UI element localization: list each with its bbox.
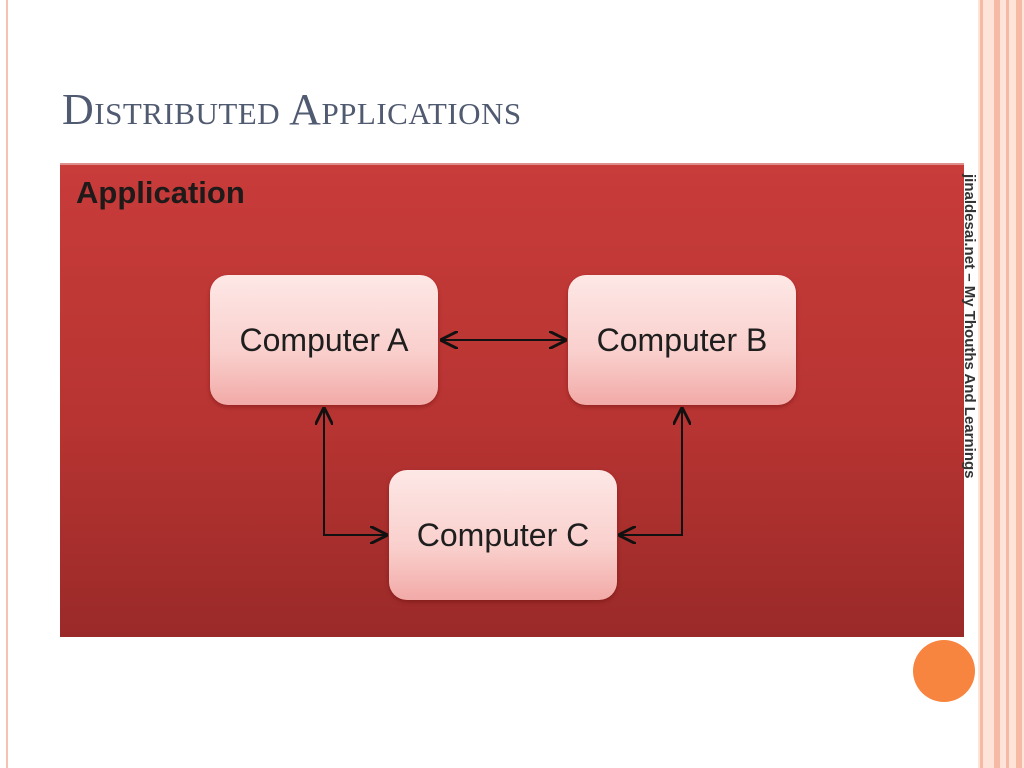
side-watermark-text: jinaldesai.net – My Thouths And Learning… — [961, 174, 978, 479]
edge-b-c — [620, 409, 682, 535]
left-border-line — [6, 0, 8, 768]
edge-a-c — [324, 409, 386, 535]
node-computer-b: Computer B — [568, 275, 796, 405]
orange-circle-icon — [913, 640, 975, 702]
application-container: Application Computer A Computer B Comput… — [60, 163, 964, 637]
application-label: Application — [76, 175, 245, 210]
slide-title: Distributed Applications — [62, 85, 522, 134]
right-decorative-stripes — [978, 0, 1024, 768]
node-computer-c: Computer C — [389, 470, 617, 600]
stripe — [1006, 0, 1009, 768]
stripe — [994, 0, 1000, 768]
stripe — [1016, 0, 1022, 768]
node-computer-a: Computer A — [210, 275, 438, 405]
stripe — [980, 0, 983, 768]
